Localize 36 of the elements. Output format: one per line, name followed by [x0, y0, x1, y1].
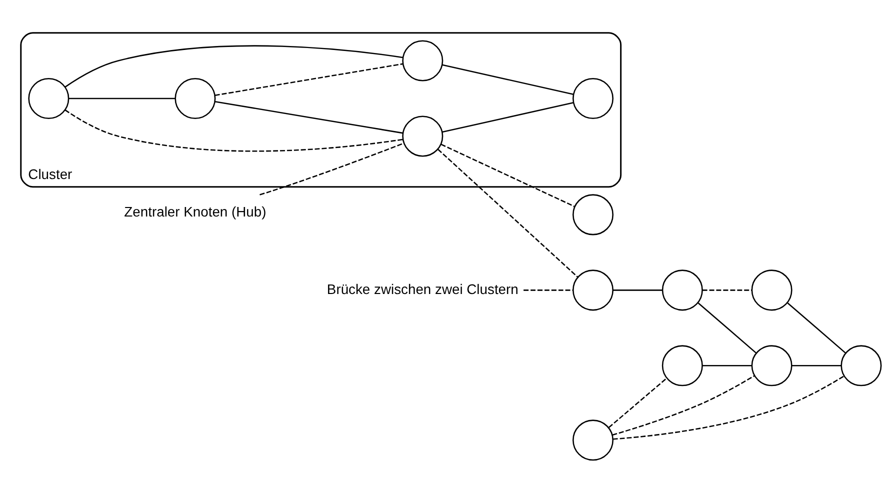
connector: [702, 365, 752, 366]
connector: [612, 290, 662, 291]
node-circle: [174, 78, 216, 119]
connector: [698, 302, 757, 354]
connector: [792, 365, 842, 366]
cluster: Cluster: [20, 32, 622, 188]
connector: [612, 375, 755, 436]
node-text: Zentraler Knoten (Hub): [124, 203, 266, 220]
connector: [64, 109, 403, 152]
connector: [68, 98, 176, 100]
connector: [612, 375, 844, 440]
connector: [438, 148, 578, 278]
node-text: Brücke zwischen zwei Clustern: [326, 280, 518, 297]
node-circle: [751, 270, 792, 311]
node-circle: [662, 270, 703, 311]
node-circle: [572, 194, 614, 236]
connector: [442, 64, 574, 95]
connector: [524, 290, 574, 291]
node-circle: [402, 116, 444, 157]
connector: [440, 144, 575, 208]
connector: [702, 290, 752, 291]
node-circle: [751, 345, 792, 386]
connector: [260, 142, 404, 196]
node-circle: [28, 78, 70, 119]
connector: [214, 100, 403, 134]
node-circle: [572, 420, 614, 461]
node-circle: [572, 78, 614, 119]
connector: [64, 45, 403, 88]
connector: [787, 302, 846, 354]
node-circle: [840, 345, 882, 386]
connector: [442, 102, 574, 133]
node-circle: [572, 270, 614, 311]
node-circle: [662, 345, 703, 386]
connector: [608, 378, 668, 428]
connector: [214, 63, 403, 96]
node-circle: [402, 40, 444, 82]
